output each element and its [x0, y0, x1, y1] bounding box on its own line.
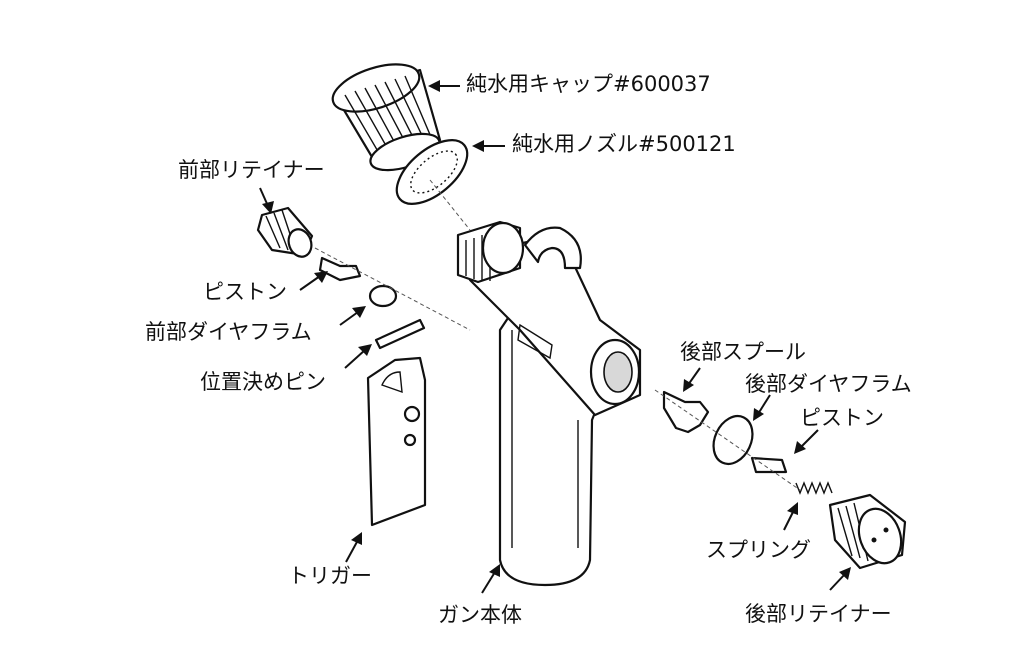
- label-rear-spool: 後部スプール: [680, 340, 806, 364]
- label-front-diaphragm: 前部ダイヤフラム: [145, 320, 312, 344]
- label-front-retainer: 前部リテイナー: [178, 158, 325, 182]
- label-positioning-pin: 位置決めピン: [200, 370, 326, 394]
- rear-spool-part: [662, 390, 710, 434]
- label-rear-retainer: 後部リテイナー: [745, 602, 892, 626]
- nozzle-part: [395, 139, 469, 205]
- label-gun-body: ガン本体: [438, 603, 522, 627]
- label-spring: スプリング: [706, 538, 811, 562]
- front-piston-part: [318, 256, 362, 282]
- label-nozzle: 純水用ノズル#500121: [512, 132, 736, 156]
- rear-piston-part: [750, 456, 788, 474]
- label-rear-diaphragm: 後部ダイヤフラム: [745, 372, 912, 396]
- label-trigger: トリガー: [288, 564, 372, 588]
- label-rear-piston: ピストン: [800, 406, 884, 430]
- trigger-part: [366, 356, 427, 527]
- spring-part: [795, 481, 833, 495]
- label-front-piston: ピストン: [203, 280, 287, 304]
- front-retainer-part: [256, 206, 314, 258]
- label-cap: 純水用キャップ#600037: [466, 72, 711, 96]
- cap-part: [331, 63, 442, 172]
- leader-arrows: [259, 80, 851, 594]
- positioning-pin-part: [374, 318, 426, 350]
- rear-retainer-part: [828, 493, 907, 570]
- gun-body: [456, 220, 642, 587]
- front-diaphragm-part: [368, 284, 398, 308]
- rear-diaphragm-part: [712, 414, 754, 466]
